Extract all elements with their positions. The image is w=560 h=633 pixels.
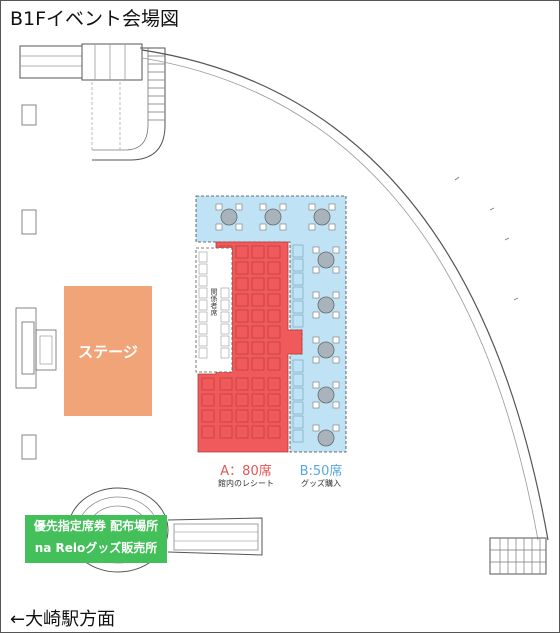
bottom-right-stairs <box>489 537 547 575</box>
left-structure <box>15 307 57 389</box>
pillar <box>21 209 37 235</box>
stage-label: ステージ <box>78 342 138 361</box>
zone-b-seats <box>292 244 304 443</box>
pillar <box>21 104 37 126</box>
top-walkway <box>19 45 83 79</box>
zone-a-subtitle: 館内のレシート <box>218 479 274 488</box>
notice-line-1: 優先指定席券 配布場所 <box>33 519 159 533</box>
notice-line-2: na Reloグッズ販売所 <box>34 541 158 555</box>
outer-wall-arc <box>141 49 549 541</box>
pillar <box>21 434 37 460</box>
round-tables <box>220 208 335 447</box>
zone-b-subtitle: グッズ購入 <box>301 479 341 488</box>
exit-direction-label: ←大崎駅方面 <box>10 609 116 630</box>
page-title: B1Fイベント会場図 <box>10 8 180 30</box>
priority-ticket-notice: 優先指定席券 配布場所 na Reloグッズ販売所 <box>25 515 167 563</box>
stage <box>64 286 152 416</box>
zone-b-title: B:50席 <box>299 464 343 479</box>
zone-a-title: A：80席 <box>220 464 272 479</box>
guest-area-label: 関係者席 <box>210 288 218 316</box>
staircase <box>91 47 166 161</box>
